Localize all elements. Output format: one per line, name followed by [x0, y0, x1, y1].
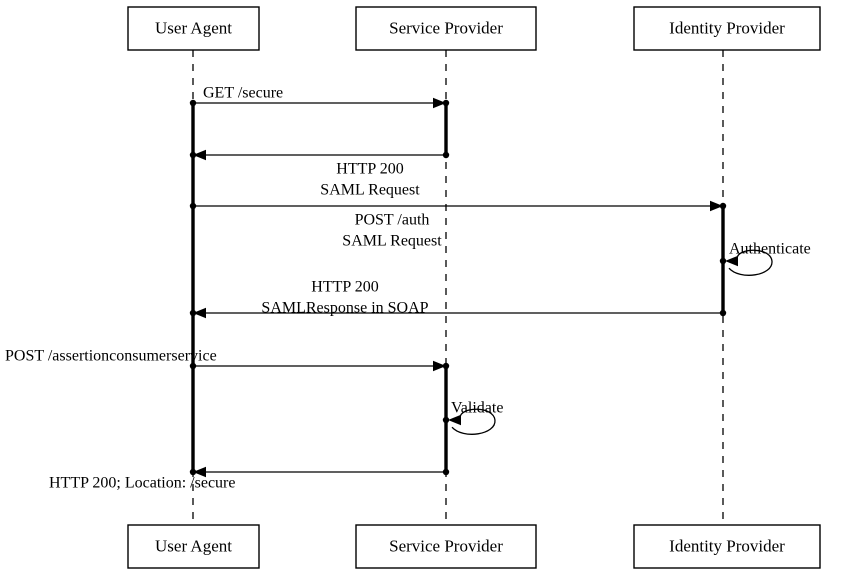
- participant-box-frame: [633, 6, 821, 51]
- arrow-head: [193, 307, 206, 319]
- message-source-dot: [189, 362, 197, 370]
- participant-identity-provider-top[interactable]: Identity Provider: [633, 6, 821, 51]
- message-label-line: POST /assertionconsumerservice: [5, 348, 217, 365]
- participant-user-agent-bottom[interactable]: User Agent: [127, 524, 260, 569]
- message-7-validate[interactable]: Validate: [442, 400, 504, 435]
- participant-label-user-agent: User Agent: [155, 18, 232, 37]
- message-8-http-200-location-secure[interactable]: HTTP 200; Location: /secure: [49, 466, 450, 492]
- participant-label-service-provider: Service Provider: [389, 536, 503, 555]
- message-source-dot: [189, 202, 197, 210]
- arrow-head: [710, 200, 723, 212]
- participant-box-frame: [355, 6, 537, 51]
- message-6-post-assertionconsumerservice[interactable]: POST /assertionconsumerservice: [5, 348, 450, 372]
- message-source-dot: [719, 309, 727, 317]
- participant-box-frame: [127, 524, 260, 569]
- participant-user-agent-top[interactable]: User Agent: [127, 6, 260, 51]
- message-target-dot: [189, 468, 197, 476]
- message-source-dot: [189, 99, 197, 107]
- participant-box-frame: [127, 6, 260, 51]
- participant-service-provider-bottom[interactable]: Service Provider: [355, 524, 537, 569]
- message-target-dot: [189, 309, 197, 317]
- arrow-head-self: [448, 414, 461, 426]
- message-target-dot: [719, 202, 727, 210]
- message-label-line: SAML Request: [342, 233, 442, 250]
- message-label-line: GET /secure: [203, 85, 283, 102]
- message-anchor-dot: [719, 257, 727, 265]
- message-target-dot: [189, 151, 197, 159]
- participant-box-frame: [633, 524, 821, 569]
- message-label-line: SAML Request: [320, 182, 420, 199]
- arrow-head: [433, 360, 446, 372]
- participant-identity-provider-bottom[interactable]: Identity Provider: [633, 524, 821, 569]
- arrow-head: [433, 97, 446, 109]
- message-target-dot: [442, 99, 450, 107]
- self-message-loop: [728, 249, 773, 276]
- message-label-line: SAMLResponse in SOAP: [261, 300, 428, 317]
- participant-label-service-provider: Service Provider: [389, 18, 503, 37]
- message-label-line: Authenticate: [729, 241, 811, 258]
- message-label-line: POST /auth: [355, 212, 430, 229]
- message-anchor-dot: [442, 416, 450, 424]
- message-label-line: HTTP 200: [336, 161, 403, 178]
- message-label-line: HTTP 200: [311, 279, 378, 296]
- message-source-dot: [442, 468, 450, 476]
- self-message-loop: [451, 408, 496, 435]
- participant-service-provider-top[interactable]: Service Provider: [355, 6, 537, 51]
- message-label-line: Validate: [451, 400, 503, 417]
- message-source-dot: [442, 151, 450, 159]
- arrow-head-self: [725, 255, 738, 267]
- message-1-get-secure[interactable]: GET /secure: [189, 85, 450, 109]
- message-label-line: HTTP 200; Location: /secure: [49, 475, 235, 492]
- lifelines-layer: [192, 50, 724, 525]
- participant-label-identity-provider: Identity Provider: [669, 18, 785, 37]
- arrow-head: [193, 466, 206, 478]
- participant-box-frame: [355, 524, 537, 569]
- arrow-head: [193, 149, 206, 161]
- participant-label-user-agent: User Agent: [155, 536, 232, 555]
- participant-label-identity-provider: Identity Provider: [669, 536, 785, 555]
- message-4-authenticate[interactable]: Authenticate: [719, 241, 811, 276]
- message-target-dot: [442, 362, 450, 370]
